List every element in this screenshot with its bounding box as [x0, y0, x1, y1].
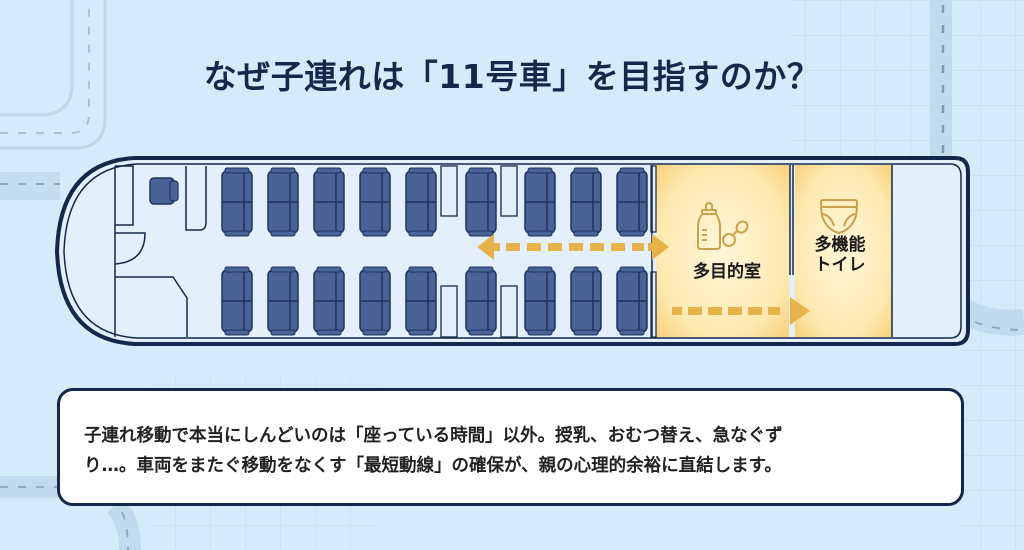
diaper-icon [820, 199, 858, 235]
page-title: なぜ子連れは「11号車」を目指すのか？ [203, 57, 821, 96]
aisle-arrow [477, 234, 669, 260]
accessible-toilet-text-line1: 多機能 [814, 235, 866, 255]
accessible-toilet-label: 多機能 トイレ [795, 235, 885, 276]
multipurpose-room-label: 多目的室 [672, 262, 782, 282]
accessible-toilet-text-line2: トイレ [814, 255, 866, 276]
seats-bottom-row [221, 266, 648, 336]
info-text-line2: り…。車両をまたぐ移動をなくす「最短動線」の確保が、親の心理的余裕に直結します。 [84, 456, 782, 476]
pacifier-icon [722, 220, 749, 247]
toilet-arrow [672, 297, 810, 325]
info-box: 子連れ移動で本当にしんどいのは「座っている時間」以外。授乳、おむつ替え、急なぐず… [57, 388, 964, 506]
info-text-line1: 子連れ移動で本当にしんどいのは「座っている時間」以外。授乳、おむつ替え、急なぐず [84, 426, 783, 446]
seats-top-row [221, 167, 648, 237]
multipurpose-room-text: 多目的室 [693, 262, 761, 282]
baby-bottle-icon [697, 202, 721, 250]
